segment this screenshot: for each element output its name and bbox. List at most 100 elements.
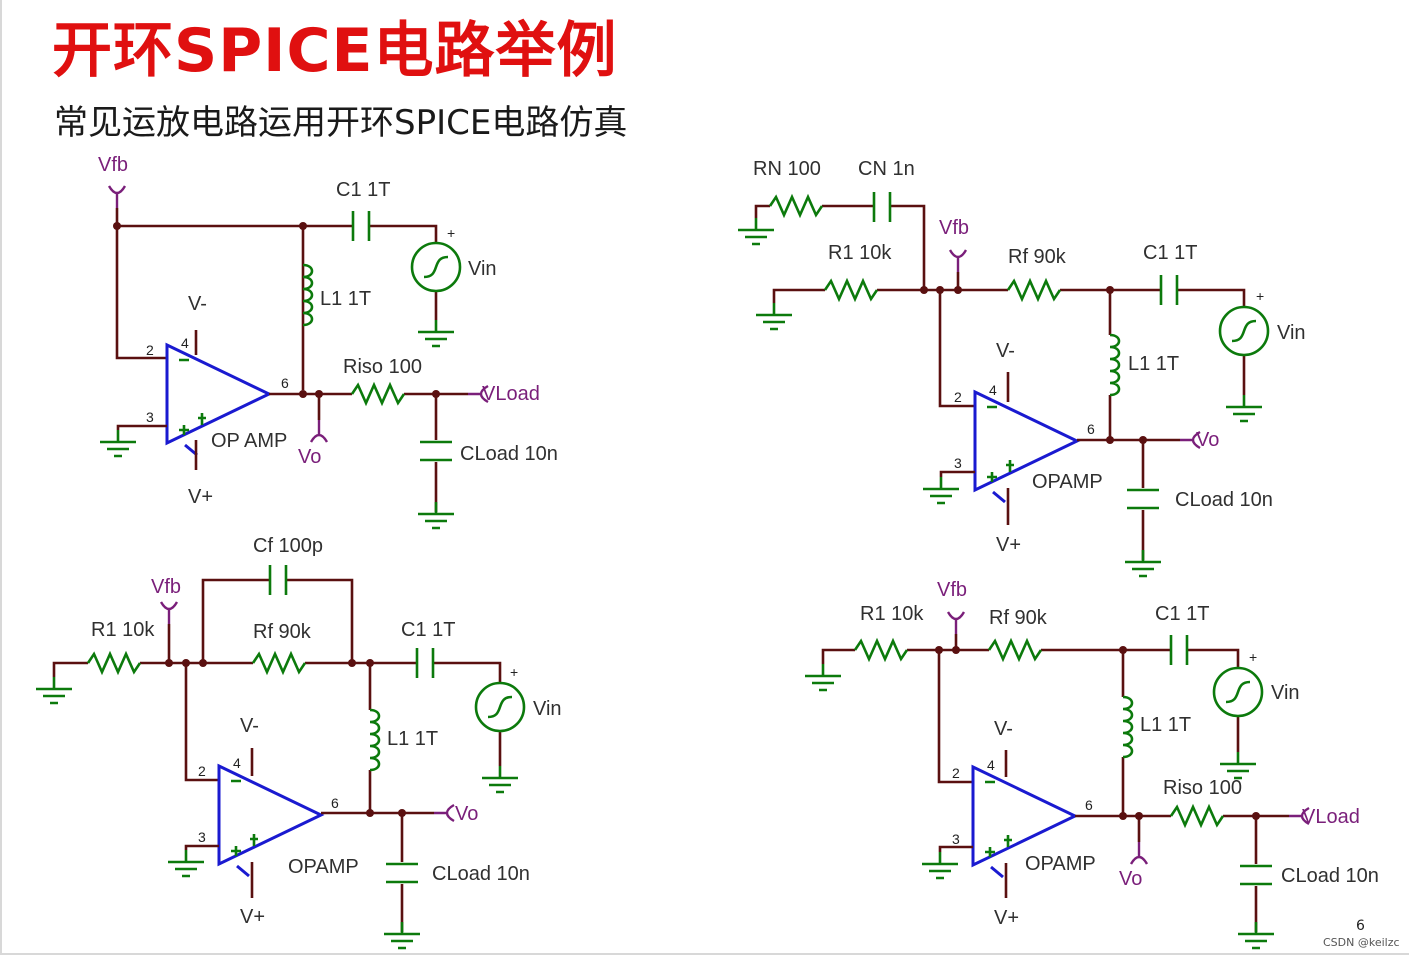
- vfb-label: Vfb: [939, 217, 969, 239]
- r1-label: R1 10k: [91, 619, 155, 641]
- vin-label: Vin: [1271, 682, 1300, 704]
- plus-sign: +: [510, 664, 518, 680]
- circuit-b: RN 100 CN 1n R1 10k Vfb Rf 90k C1 1T + V…: [736, 158, 1306, 578]
- vminus-label: V-: [240, 715, 259, 737]
- plus-sign: +: [1256, 288, 1264, 304]
- vfb-label: Vfb: [937, 579, 967, 601]
- vplus-label: V+: [240, 906, 265, 928]
- ground-icon: [921, 475, 961, 505]
- pin3-label: 3: [146, 409, 154, 425]
- vin-label: Vin: [1277, 322, 1306, 344]
- vo-port-icon: [1129, 840, 1149, 866]
- rf-label: Rf 90k: [989, 607, 1048, 629]
- vin-label: Vin: [468, 258, 497, 280]
- resistor-icon: [823, 279, 879, 301]
- pin3-label: 3: [954, 455, 962, 471]
- opamp-label: OPAMP: [288, 856, 359, 878]
- vfb-port-icon: [107, 184, 127, 210]
- slide-title: 开环SPICE电路举例: [52, 16, 618, 86]
- vfb-label: Vfb: [151, 576, 181, 598]
- cn-label: CN 1n: [858, 158, 915, 180]
- inductor-icon: [1108, 333, 1121, 397]
- resistor-icon: [768, 195, 824, 217]
- pin6-label: 6: [331, 795, 339, 811]
- circuit-d: R1 10k Vfb Rf 90k C1 1T + Vin L1 1T V- V…: [803, 579, 1379, 950]
- ground-icon: [1218, 750, 1258, 780]
- vfb-port-icon: [159, 600, 179, 626]
- vo-label: Vo: [1196, 429, 1219, 451]
- resistor-icon: [987, 639, 1043, 661]
- ground-icon: [480, 764, 520, 794]
- voltage-source-icon: [410, 241, 462, 293]
- vload-label: VLoad: [482, 383, 540, 405]
- ground-icon: [754, 301, 794, 331]
- vo-label: Vo: [1119, 868, 1142, 890]
- resistor-icon: [1169, 805, 1225, 827]
- r1-label: R1 10k: [860, 603, 924, 625]
- pin2-label: 2: [146, 342, 154, 358]
- ground-icon: [920, 850, 960, 880]
- watermark: CSDN @keilzc: [1323, 936, 1400, 949]
- vload-label: VLoad: [1302, 806, 1360, 828]
- cf-label: Cf 100p: [253, 535, 323, 557]
- l1-label: L1 1T: [1128, 353, 1179, 375]
- resistor-icon: [350, 383, 406, 405]
- ground-icon: [34, 675, 74, 705]
- ground-icon: [416, 500, 456, 530]
- riso-label: Riso 100: [343, 356, 422, 378]
- page-number: 6: [1356, 918, 1365, 934]
- opamp-label: OP AMP: [211, 430, 287, 452]
- vo-port-icon: [432, 803, 456, 823]
- pin4-label: 4: [989, 382, 997, 398]
- vo-label: Vo: [298, 446, 321, 468]
- cload-label: CLoad 10n: [1281, 865, 1379, 887]
- ground-icon: [1224, 393, 1264, 423]
- c1-label: C1 1T: [1143, 242, 1197, 264]
- pin6-label: 6: [1087, 421, 1095, 437]
- opamp-label: OPAMP: [1025, 853, 1096, 875]
- inductor-icon: [1121, 695, 1134, 759]
- resistor-icon: [1006, 279, 1062, 301]
- pin6-label: 6: [1085, 797, 1093, 813]
- vminus-label: V-: [994, 718, 1013, 740]
- ground-icon: [1236, 920, 1276, 950]
- rn-label: RN 100: [753, 158, 821, 180]
- resistor-icon: [251, 652, 307, 674]
- pin3-label: 3: [198, 829, 206, 845]
- ground-icon: [416, 318, 456, 348]
- vfb-port-icon: [948, 248, 968, 274]
- rf-label: Rf 90k: [253, 621, 312, 643]
- voltage-source-icon: [474, 681, 526, 733]
- vo-port-icon: [309, 418, 329, 444]
- pin3-label: 3: [952, 831, 960, 847]
- circuit-a: Vfb C1 1T + Vin L1 1T V- V+ 2 3 4 6 OP A…: [98, 154, 558, 530]
- cload-label: CLoad 10n: [460, 443, 558, 465]
- voltage-source-icon: [1212, 666, 1264, 718]
- slide-subtitle: 常见运放电路运用开环SPICE电路仿真: [54, 103, 628, 143]
- cload-label: CLoad 10n: [1175, 489, 1273, 511]
- plus-sign: +: [1249, 649, 1257, 665]
- vin-label: Vin: [533, 698, 562, 720]
- pin2-label: 2: [952, 765, 960, 781]
- cload-label: CLoad 10n: [432, 863, 530, 885]
- pin4-label: 4: [987, 757, 995, 773]
- vminus-label: V-: [996, 340, 1015, 362]
- plus-sign: +: [447, 225, 455, 241]
- ground-icon: [736, 216, 776, 246]
- pin4-label: 4: [233, 755, 241, 771]
- l1-label: L1 1T: [1140, 714, 1191, 736]
- vfb-port-icon: [946, 610, 966, 636]
- ground-icon: [1123, 548, 1163, 578]
- c1-label: C1 1T: [336, 179, 390, 201]
- resistor-icon: [853, 639, 909, 661]
- resistor-icon: [86, 652, 142, 674]
- vminus-label: V-: [188, 293, 207, 315]
- inductor-icon: [368, 708, 381, 772]
- circuit-c: Cf 100p R1 10k Vfb Rf 90k C1 1T + Vin L1…: [34, 535, 562, 950]
- inductor-icon: [301, 263, 314, 327]
- opamp-label: OPAMP: [1032, 471, 1103, 493]
- vplus-label: V+: [994, 907, 1019, 929]
- c1-label: C1 1T: [401, 619, 455, 641]
